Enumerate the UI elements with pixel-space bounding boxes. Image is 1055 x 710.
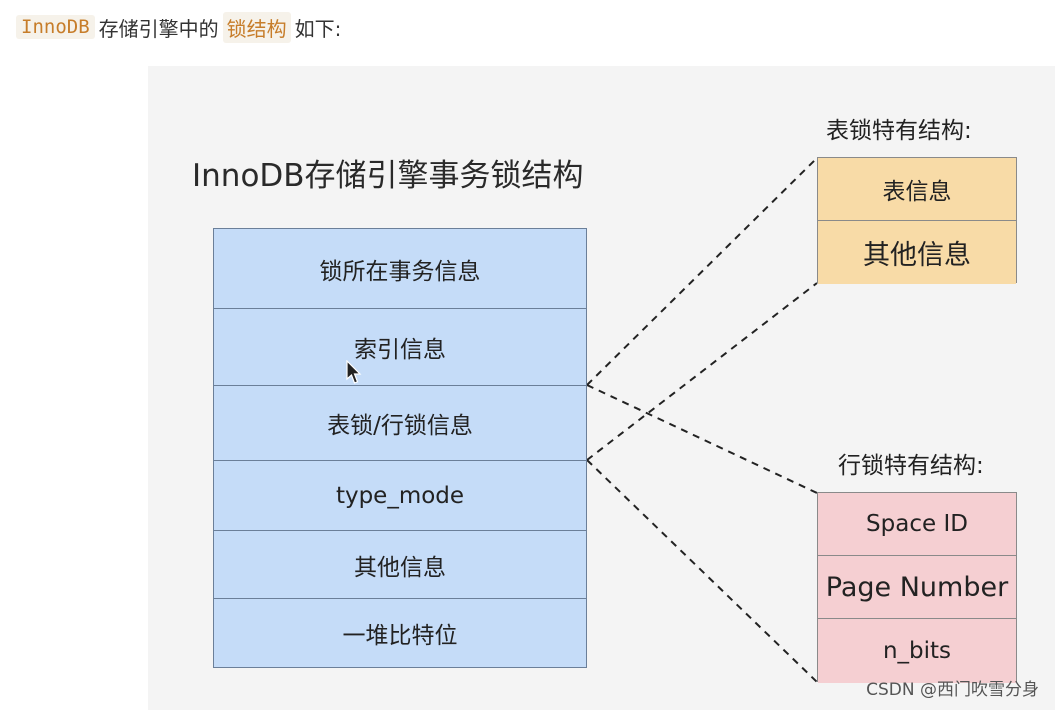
transaction-lock-structure: 锁所在事务信息 索引信息 表锁/行锁信息 type_mode 其他信息 一堆比特… xyxy=(213,228,587,668)
cell-n-bits: n_bits xyxy=(818,619,1016,683)
cell-bit-field: 一堆比特位 xyxy=(214,599,586,667)
cell-index-info: 索引信息 xyxy=(214,309,586,386)
mouse-pointer-icon xyxy=(346,360,362,384)
intro-text-1: 存储引擎中的 xyxy=(98,16,219,41)
cell-table-row-lock-info: 表锁/行锁信息 xyxy=(214,386,586,461)
inline-highlight-lock-structure: 锁结构 xyxy=(222,11,291,43)
cell-table-info: 表信息 xyxy=(818,158,1016,221)
cell-space-id: Space ID xyxy=(818,493,1016,556)
table-lock-title: 表锁特有结构: xyxy=(826,118,972,144)
cell-table-other-info: 其他信息 xyxy=(818,221,1016,284)
cell-lock-transaction-info: 锁所在事务信息 xyxy=(214,229,586,309)
table-lock-structure: 表信息 其他信息 xyxy=(817,157,1017,284)
intro-line: InnoDB 存储引擎中的 锁结构 如下: xyxy=(16,10,345,44)
cell-other-info: 其他信息 xyxy=(214,531,586,599)
watermark: CSDN @西门吹雪分身 xyxy=(866,680,1039,700)
row-lock-title: 行锁特有结构: xyxy=(838,453,984,479)
cell-type-mode: type_mode xyxy=(214,461,586,531)
row-lock-structure: Space ID Page Number n_bits xyxy=(817,492,1017,683)
intro-text-2: 如下: xyxy=(294,16,342,41)
main-diagram-title: InnoDB存储引擎事务锁结构 xyxy=(192,158,584,194)
cell-page-number: Page Number xyxy=(818,556,1016,619)
inline-code-innodb: InnoDB xyxy=(16,15,95,39)
